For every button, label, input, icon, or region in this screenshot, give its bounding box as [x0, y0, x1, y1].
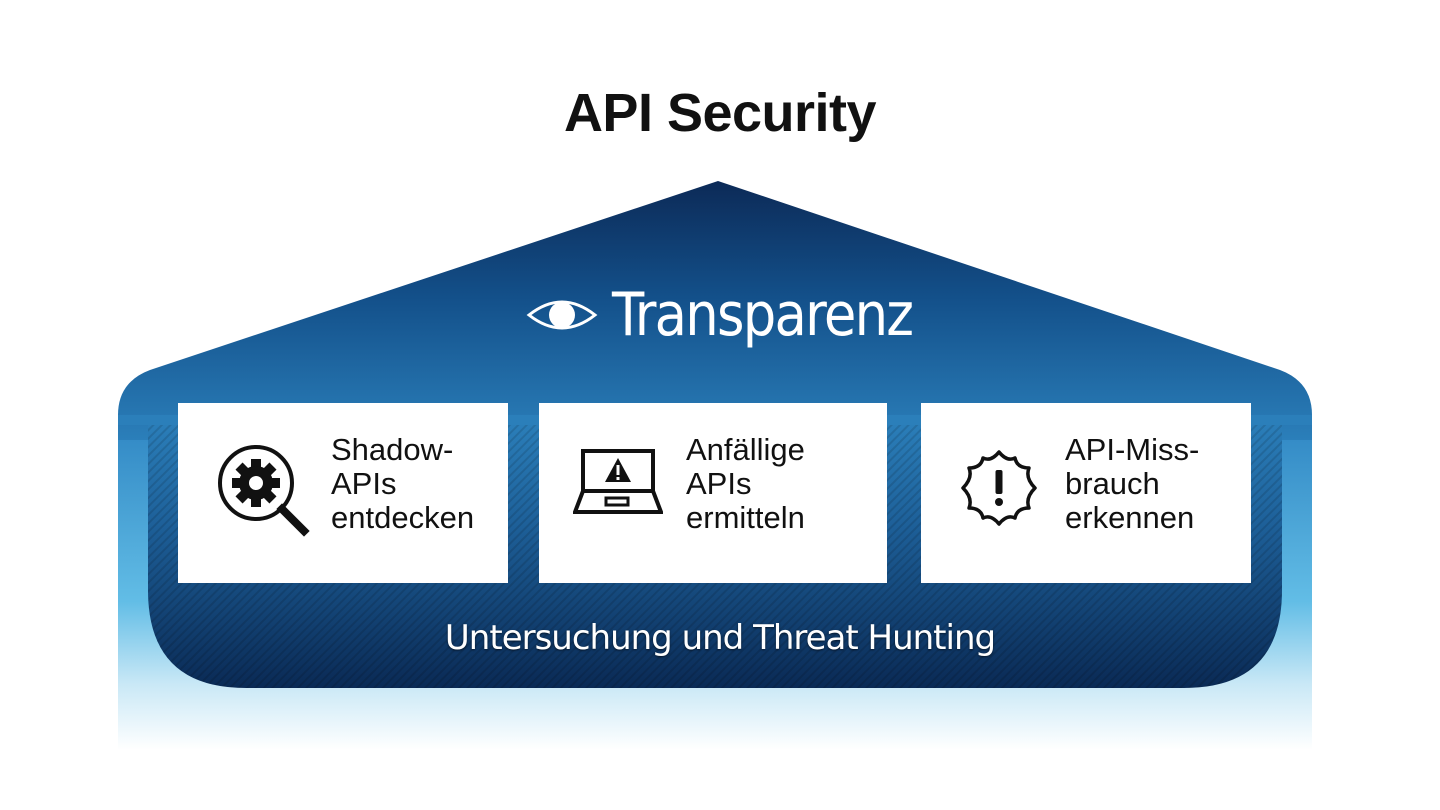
pillar-label-line: API-Miss-	[1065, 432, 1200, 467]
eye-icon	[526, 300, 598, 330]
pillar-card-shadow-apis: Shadow- APIs entdecken	[178, 403, 508, 583]
magnifier-gear-icon	[218, 445, 310, 537]
diagram-title: API Security	[563, 83, 877, 143]
alert-badge-icon	[961, 450, 1037, 526]
pillar-label-line: Shadow-	[331, 432, 454, 467]
pillar-label: Anfällige APIs ermitteln	[686, 433, 805, 535]
laptop-warning-icon	[573, 449, 663, 514]
pillar-label-line: APIs	[686, 466, 752, 501]
pillar-label-line: ermitteln	[686, 500, 805, 535]
pillar-label-line: entdecken	[331, 500, 475, 535]
roof-shape	[118, 181, 1312, 440]
pillar-card-api-abuse: API-Miss- brauch erkennen	[921, 403, 1251, 583]
roof-heading-label: Transparenz	[612, 280, 914, 350]
pillar-label: Shadow- APIs entdecken	[331, 433, 474, 535]
pillar-label: API-Miss- brauch erkennen	[1065, 433, 1199, 535]
roof-heading: Transparenz	[0, 280, 1440, 350]
pillar-label-line: Anfällige	[686, 432, 805, 467]
pillar-label-line: erkennen	[1065, 500, 1195, 535]
pillar-card-vulnerable-apis: Anfällige APIs ermitteln	[539, 403, 887, 583]
foundation-label: Untersuchung und Threat Hunting	[444, 618, 996, 658]
pillar-label-line: APIs	[331, 466, 397, 501]
pillar-label-line: brauch	[1065, 466, 1160, 501]
